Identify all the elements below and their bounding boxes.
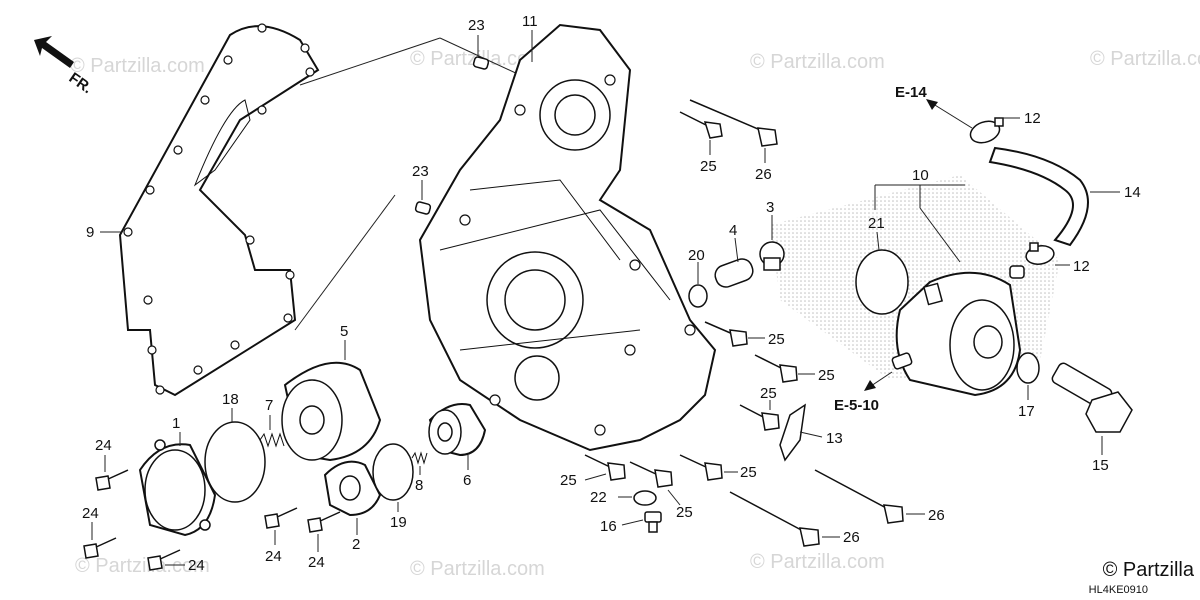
part-label-8: 8 bbox=[415, 477, 423, 494]
bolt-part-24-e bbox=[307, 511, 341, 533]
bolt-part-25-lower-1 bbox=[584, 454, 626, 481]
oil-filter-part-5 bbox=[281, 361, 382, 462]
part-label-18: 18 bbox=[222, 391, 239, 408]
part-label-17: 17 bbox=[1018, 403, 1035, 420]
watermark: © Partzilla.com bbox=[750, 51, 885, 73]
part-label-25d: 25 bbox=[760, 385, 777, 402]
oil-cooler-part-10 bbox=[891, 265, 1025, 397]
diagram-code: HL4KE0910 bbox=[1088, 584, 1148, 596]
watermark: © Partzilla.com bbox=[1090, 48, 1200, 70]
hollow-bolt-part-15 bbox=[1051, 362, 1133, 433]
part-label-12b: 12 bbox=[1073, 258, 1090, 275]
part-label-6: 6 bbox=[463, 472, 471, 489]
bolt-part-25-lower-2 bbox=[629, 461, 673, 488]
part-label-25f: 25 bbox=[560, 472, 577, 489]
reference-label-e14: E-14 bbox=[895, 84, 927, 101]
part-label-4: 4 bbox=[729, 222, 737, 239]
part-label-24e: 24 bbox=[308, 554, 325, 571]
part-label-10: 10 bbox=[912, 167, 929, 184]
part-label-24: 24 bbox=[95, 437, 112, 454]
part-label-26c: 26 bbox=[843, 529, 860, 546]
bolt-part-25-right-1 bbox=[704, 321, 748, 347]
bolt-part-26-lower-2 bbox=[729, 491, 820, 547]
part-label-22: 22 bbox=[590, 489, 607, 506]
bolt-part-24-d bbox=[264, 507, 298, 529]
bolt-part-25-right-2 bbox=[754, 354, 798, 383]
part-label-7: 7 bbox=[265, 397, 273, 414]
part-label-9: 9 bbox=[86, 224, 94, 241]
part-label-25g: 25 bbox=[676, 504, 693, 521]
plug-part-3 bbox=[759, 241, 785, 271]
part-label-14: 14 bbox=[1124, 184, 1141, 201]
crankcase-cover-part-11 bbox=[418, 23, 717, 452]
bolt-part-25-lower-3 bbox=[679, 454, 723, 481]
o-ring-part-18 bbox=[204, 421, 266, 503]
copyright-notice: © Partzilla bbox=[1102, 559, 1194, 581]
watermark: © Partzilla.com bbox=[410, 558, 545, 580]
part-label-16: 16 bbox=[600, 518, 617, 535]
clamp-part-12-lower bbox=[1025, 242, 1055, 265]
pipe-part-4 bbox=[714, 258, 754, 288]
watermark: © Partzilla.com bbox=[750, 551, 885, 573]
part-label-19: 19 bbox=[390, 514, 407, 531]
clamp-part-12-upper bbox=[969, 117, 1004, 144]
part-label-25b: 25 bbox=[768, 331, 785, 348]
part-label-24b: 24 bbox=[82, 505, 99, 522]
reference-arrow-e5-10-icon bbox=[864, 371, 893, 391]
bolt-part-26-lower-1 bbox=[814, 469, 904, 524]
bolt-part-25-right-3 bbox=[739, 404, 780, 431]
watermark: © Partzilla.com bbox=[70, 55, 205, 77]
part-label-24c: 24 bbox=[188, 557, 205, 574]
o-ring-part-21 bbox=[855, 249, 909, 315]
dowel-pin-part-23-lower bbox=[414, 201, 432, 215]
gasket-part-9 bbox=[118, 23, 320, 397]
part-label-12: 12 bbox=[1024, 110, 1041, 127]
collar-part-6 bbox=[428, 403, 487, 457]
bolt-part-24-b bbox=[83, 537, 117, 559]
filter-cap-part-2 bbox=[323, 460, 382, 517]
watermark: © Partzilla.com bbox=[75, 555, 210, 577]
part-label-5: 5 bbox=[340, 323, 348, 340]
part-label-3: 3 bbox=[766, 199, 774, 216]
part-label-23: 23 bbox=[468, 17, 485, 34]
bolt-part-24-a bbox=[95, 469, 129, 491]
part-label-24d: 24 bbox=[265, 548, 282, 565]
dowel-pin-part-23-upper bbox=[472, 56, 490, 70]
bolt-part-25-upper bbox=[679, 111, 723, 139]
part-label-20: 20 bbox=[688, 247, 705, 264]
part-label-23b: 23 bbox=[412, 163, 429, 180]
bolt-part-26-upper bbox=[689, 99, 778, 147]
spring-part-7 bbox=[259, 432, 285, 448]
o-ring-part-20 bbox=[688, 284, 708, 308]
washer-part-22 bbox=[633, 490, 657, 506]
part-label-26: 26 bbox=[755, 166, 772, 183]
part-label-1: 1 bbox=[172, 415, 180, 432]
watermarks: © Partzilla.com © Partzilla.com © Partzi… bbox=[70, 48, 1200, 580]
part-label-21: 21 bbox=[868, 215, 885, 232]
spring-part-8 bbox=[411, 451, 428, 465]
hose-part-14 bbox=[988, 146, 1089, 247]
part-label-25: 25 bbox=[700, 158, 717, 175]
plug-part-16 bbox=[644, 511, 662, 533]
part-label-25c: 25 bbox=[818, 367, 835, 384]
part-label-26b: 26 bbox=[928, 507, 945, 524]
part-label-25e: 25 bbox=[740, 464, 757, 481]
part-label-11: 11 bbox=[522, 13, 538, 30]
part-labels: 1 2 3 4 5 6 7 8 9 10 11 12 12 13 14 15 1… bbox=[82, 13, 1141, 574]
bracket-part-13 bbox=[779, 403, 806, 462]
reference-label-e5-10: E-5-10 bbox=[834, 397, 879, 414]
reference-arrow-e14-icon bbox=[926, 99, 973, 129]
filter-cover-part-1 bbox=[138, 439, 217, 537]
part-label-2: 2 bbox=[352, 536, 360, 553]
part-label-13: 13 bbox=[826, 430, 843, 447]
bolt-part-24-c bbox=[147, 549, 181, 571]
o-ring-part-19 bbox=[372, 443, 414, 501]
washer-part-17 bbox=[1016, 352, 1040, 384]
part-label-15: 15 bbox=[1092, 457, 1109, 474]
